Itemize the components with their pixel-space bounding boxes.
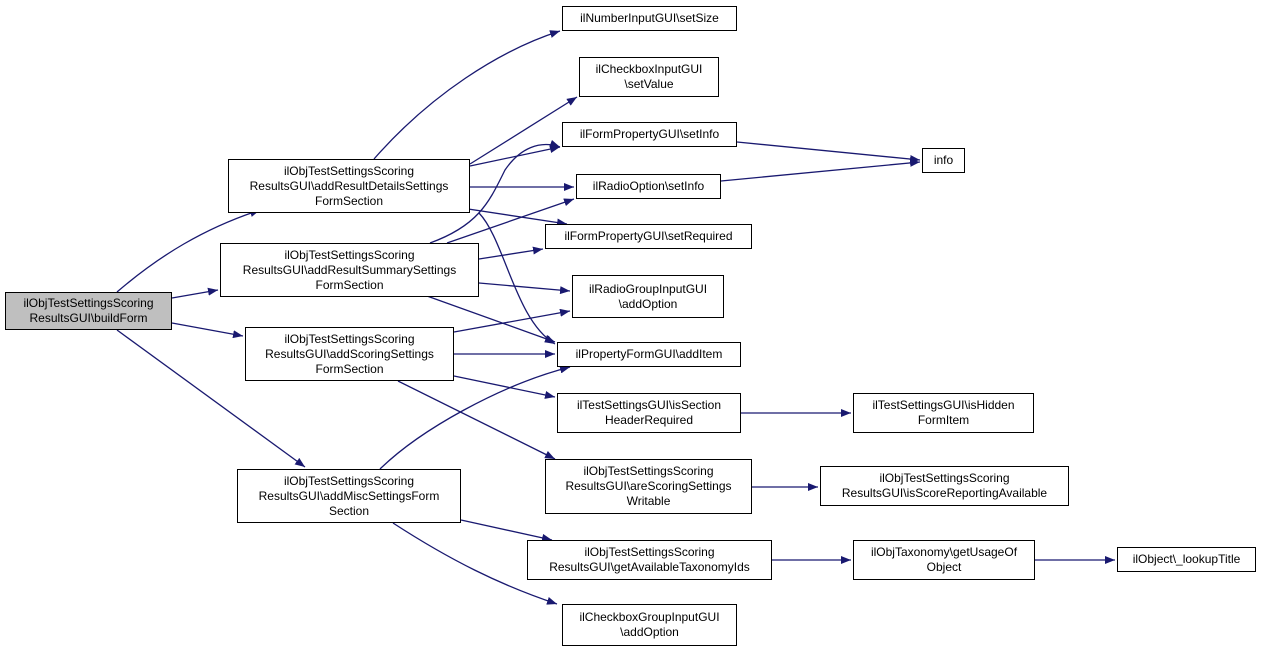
node-add-result-summary-settings-form-section[interactable]: ilObjTestSettingsScoring ResultsGUI\addR… [220, 243, 479, 297]
edge-add-result-details-to-form-property-set-required [454, 206, 568, 227]
node-buildform-line-2: ResultsGUI\buildForm [29, 311, 148, 325]
node-add-misc-settings-form-section[interactable]: ilObjTestSettingsScoring ResultsGUI\addM… [237, 469, 461, 523]
edge-add-result-details-to-number-set-size [373, 30, 561, 160]
edge-add-result-details-to-form-property-set-info [469, 145, 561, 167]
edge-add-result-details-to-checkbox-set-value [469, 96, 578, 165]
node-lookup-title-line-1: ilObject\_lookupTitle [1132, 552, 1241, 566]
edge-add-misc-to-checkbox-group-add-option [392, 522, 558, 605]
node-info-line-1: info [933, 153, 954, 167]
node-radio-option-set-info-line-1: ilRadioOption\setInfo [592, 179, 705, 193]
node-add-result-details-line-2: ResultsGUI\addResultDetailsSettings [249, 178, 449, 193]
node-radio-group-add-option-line-1: ilRadioGroupInputGUI [588, 281, 708, 296]
node-form-property-set-required[interactable]: ilFormPropertyGUI\setRequired [545, 224, 752, 249]
node-add-misc-line-1: ilObjTestSettingsScoring [283, 473, 415, 488]
node-is-score-reporting-available-line-2: ResultsGUI\isScoreReportingAvailable [841, 486, 1048, 500]
node-add-scoring-settings-form-section[interactable]: ilObjTestSettingsScoring ResultsGUI\addS… [245, 327, 454, 381]
node-lookup-title[interactable]: ilObject\_lookupTitle [1117, 547, 1256, 572]
node-checkbox-group-add-option[interactable]: ilCheckboxGroupInputGUI \addOption [562, 604, 737, 646]
node-property-form-add-item-line-1: ilPropertyFormGUI\addItem [575, 347, 723, 361]
edge-add-result-summary-to-form-property-set-required [478, 246, 544, 260]
node-are-scoring-settings-writable-line-3: Writable [626, 494, 671, 508]
edge-buildform-to-add-misc [116, 329, 306, 468]
node-is-hidden-form-item[interactable]: ilTestSettingsGUI\isHidden FormItem [853, 393, 1034, 433]
node-info[interactable]: info [922, 148, 965, 173]
node-radio-group-add-option-line-2: \addOption [618, 296, 678, 311]
edge-add-scoring-to-radio-group-add-option [453, 308, 571, 333]
edge-add-scoring-to-is-section-header-required [453, 375, 556, 399]
node-buildform-line-1: ilObjTestSettingsScoring [23, 296, 154, 310]
node-add-scoring-line-1: ilObjTestSettingsScoring [284, 331, 415, 346]
node-form-property-set-info[interactable]: ilFormPropertyGUI\setInfo [562, 122, 737, 147]
node-form-property-set-info-line-1: ilFormPropertyGUI\setInfo [579, 127, 720, 141]
node-checkbox-group-add-option-line-2: \addOption [620, 625, 679, 639]
node-get-usage-of-object-line-1: ilObjTaxonomy\getUsageOf [870, 545, 1018, 559]
node-add-result-details-line-1: ilObjTestSettingsScoring [283, 163, 415, 178]
edge-add-result-summary-to-form-property-set-info [429, 139, 561, 244]
node-add-result-details-line-3: FormSection [314, 193, 384, 208]
node-checkbox-group-add-option-line-1: ilCheckboxGroupInputGUI [579, 610, 720, 624]
node-add-misc-line-2: ResultsGUI\addMiscSettingsForm [258, 488, 440, 503]
node-add-result-summary-line-3: FormSection [315, 277, 384, 292]
node-is-hidden-form-item-line-2: FormItem [917, 413, 970, 427]
node-is-score-reporting-available[interactable]: ilObjTestSettingsScoring ResultsGUI\isSc… [820, 466, 1069, 506]
edge-form-property-set-info-to-info [736, 141, 921, 164]
node-get-available-taxonomy-ids-line-2: ResultsGUI\getAvailableTaxonomyIds [549, 560, 750, 574]
node-get-usage-of-object-line-2: Object [926, 560, 962, 574]
edge-add-result-details-to-property-form-add-item [478, 212, 556, 345]
node-add-result-summary-line-2: ResultsGUI\addResultSummarySettings [242, 262, 457, 277]
edge-radio-option-set-info-to-info [720, 158, 921, 182]
node-is-score-reporting-available-line-1: ilObjTestSettingsScoring [879, 471, 1010, 485]
node-are-scoring-settings-writable-line-2: ResultsGUI\areScoringSettings [565, 479, 732, 493]
node-are-scoring-settings-writable[interactable]: ilObjTestSettingsScoring ResultsGUI\areS… [545, 459, 752, 514]
node-buildform: ilObjTestSettingsScoring ResultsGUI\buil… [5, 292, 172, 330]
node-is-section-header-required-line-1: ilTestSettingsGUI\isSection [576, 398, 722, 412]
edge-add-misc-to-get-available-taxonomy-ids [460, 519, 553, 542]
edge-add-result-summary-to-radio-option-set-info [446, 198, 575, 244]
node-add-result-summary-line-1: ilObjTestSettingsScoring [284, 247, 415, 262]
node-number-input-set-size[interactable]: ilNumberInputGUI\setSize [562, 6, 737, 31]
node-add-scoring-line-3: FormSection [315, 361, 384, 376]
node-is-section-header-required-line-2: HeaderRequired [604, 413, 694, 427]
edge-add-scoring-to-are-scoring-settings-writable [397, 380, 556, 460]
node-radio-option-set-info[interactable]: ilRadioOption\setInfo [576, 174, 721, 199]
node-get-usage-of-object[interactable]: ilObjTaxonomy\getUsageOf Object [853, 540, 1035, 580]
edge-buildform-to-add-result-details [116, 209, 261, 293]
node-are-scoring-settings-writable-line-1: ilObjTestSettingsScoring [583, 464, 714, 478]
edge-add-misc-to-property-form-add-item [379, 365, 571, 470]
edge-add-result-summary-to-radio-group-add-option [478, 282, 571, 295]
edge-buildform-to-add-scoring [171, 322, 244, 339]
node-checkbox-set-value-line-2: \setValue [624, 77, 674, 91]
edge-add-result-summary-to-property-form-add-item [426, 295, 556, 343]
node-radio-group-add-option[interactable]: ilRadioGroupInputGUI \addOption [572, 275, 724, 318]
node-number-input-set-size-line-1: ilNumberInputGUI\setSize [580, 11, 719, 25]
node-form-property-set-required-line-1: ilFormPropertyGUI\setRequired [564, 229, 733, 243]
node-get-available-taxonomy-ids-line-1: ilObjTestSettingsScoring [584, 545, 715, 559]
node-checkbox-input-set-value[interactable]: ilCheckboxInputGUI \setValue [579, 57, 719, 97]
edge-buildform-to-add-result-summary [171, 287, 219, 299]
node-add-misc-line-3: Section [328, 503, 370, 518]
node-get-available-taxonomy-ids[interactable]: ilObjTestSettingsScoring ResultsGUI\getA… [527, 540, 772, 580]
node-is-section-header-required[interactable]: ilTestSettingsGUI\isSection HeaderRequir… [557, 393, 741, 433]
node-checkbox-set-value-line-1: ilCheckboxInputGUI [595, 62, 703, 76]
node-add-result-details-settings-form-section[interactable]: ilObjTestSettingsScoring ResultsGUI\addR… [228, 159, 470, 213]
node-add-scoring-line-2: ResultsGUI\addScoringSettings [265, 346, 434, 361]
node-property-form-add-item[interactable]: ilPropertyFormGUI\addItem [557, 342, 741, 367]
node-is-hidden-form-item-line-1: ilTestSettingsGUI\isHidden [872, 398, 1015, 412]
